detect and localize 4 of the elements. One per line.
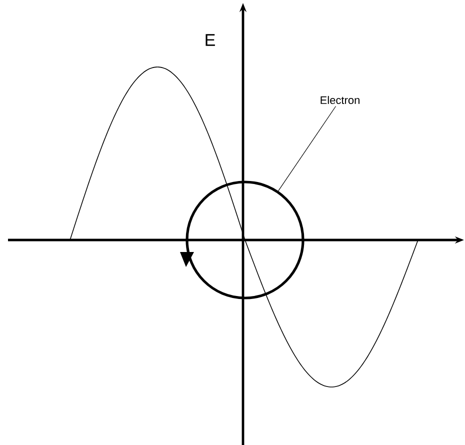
axis-label: E (206, 34, 215, 46)
callout-text: Electron (320, 96, 360, 104)
leader-line (278, 106, 336, 192)
orbit-circle (180, 180, 304, 300)
